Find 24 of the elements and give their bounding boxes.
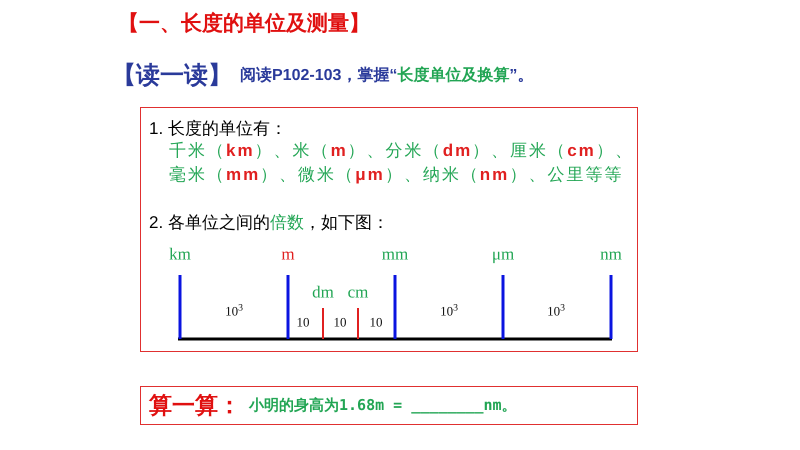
unit-label: cm [348,284,368,300]
exercise-question: 小明的身高为1.68m = ________nm。 [249,395,517,416]
unit-label: nm [600,246,622,262]
unit-label: m [281,246,295,262]
ratio-label: 10$^{3}$ [547,304,565,318]
ratio-label: 10$^{3}$ [440,304,458,318]
item-heading: 1. 长度的单位有： [149,118,287,140]
item-heading: 2. 各单位之间的倍数，如下图： [149,212,389,234]
section-heading: 【读一读】 [112,61,232,91]
ratio-label: 10 [296,316,310,328]
unit-label: km [169,246,191,262]
page-title: 【一、长度的单位及测量】 [118,10,370,37]
unit-label: dm [312,284,334,300]
ratio-label: 10 [370,316,382,328]
instruction-text: 阅读P102-103，掌握“长度单位及换算”。 [240,65,534,86]
exercise-box [140,386,638,425]
exercise-heading: 算一算： [149,391,241,420]
unit-list: 千米（km）、米（m）、分米（dm）、厘米（cm）、 [169,138,634,164]
unit-list: 毫米（mm）、微米（μm）、纳米（nm）、公里等等 [169,162,624,188]
ratio-label: 10 [334,316,346,328]
ratio-label: 10$^{3}$ [225,304,243,318]
content-panel [140,107,638,352]
unit-label: μm [492,246,514,262]
unit-label: mm [382,246,408,262]
